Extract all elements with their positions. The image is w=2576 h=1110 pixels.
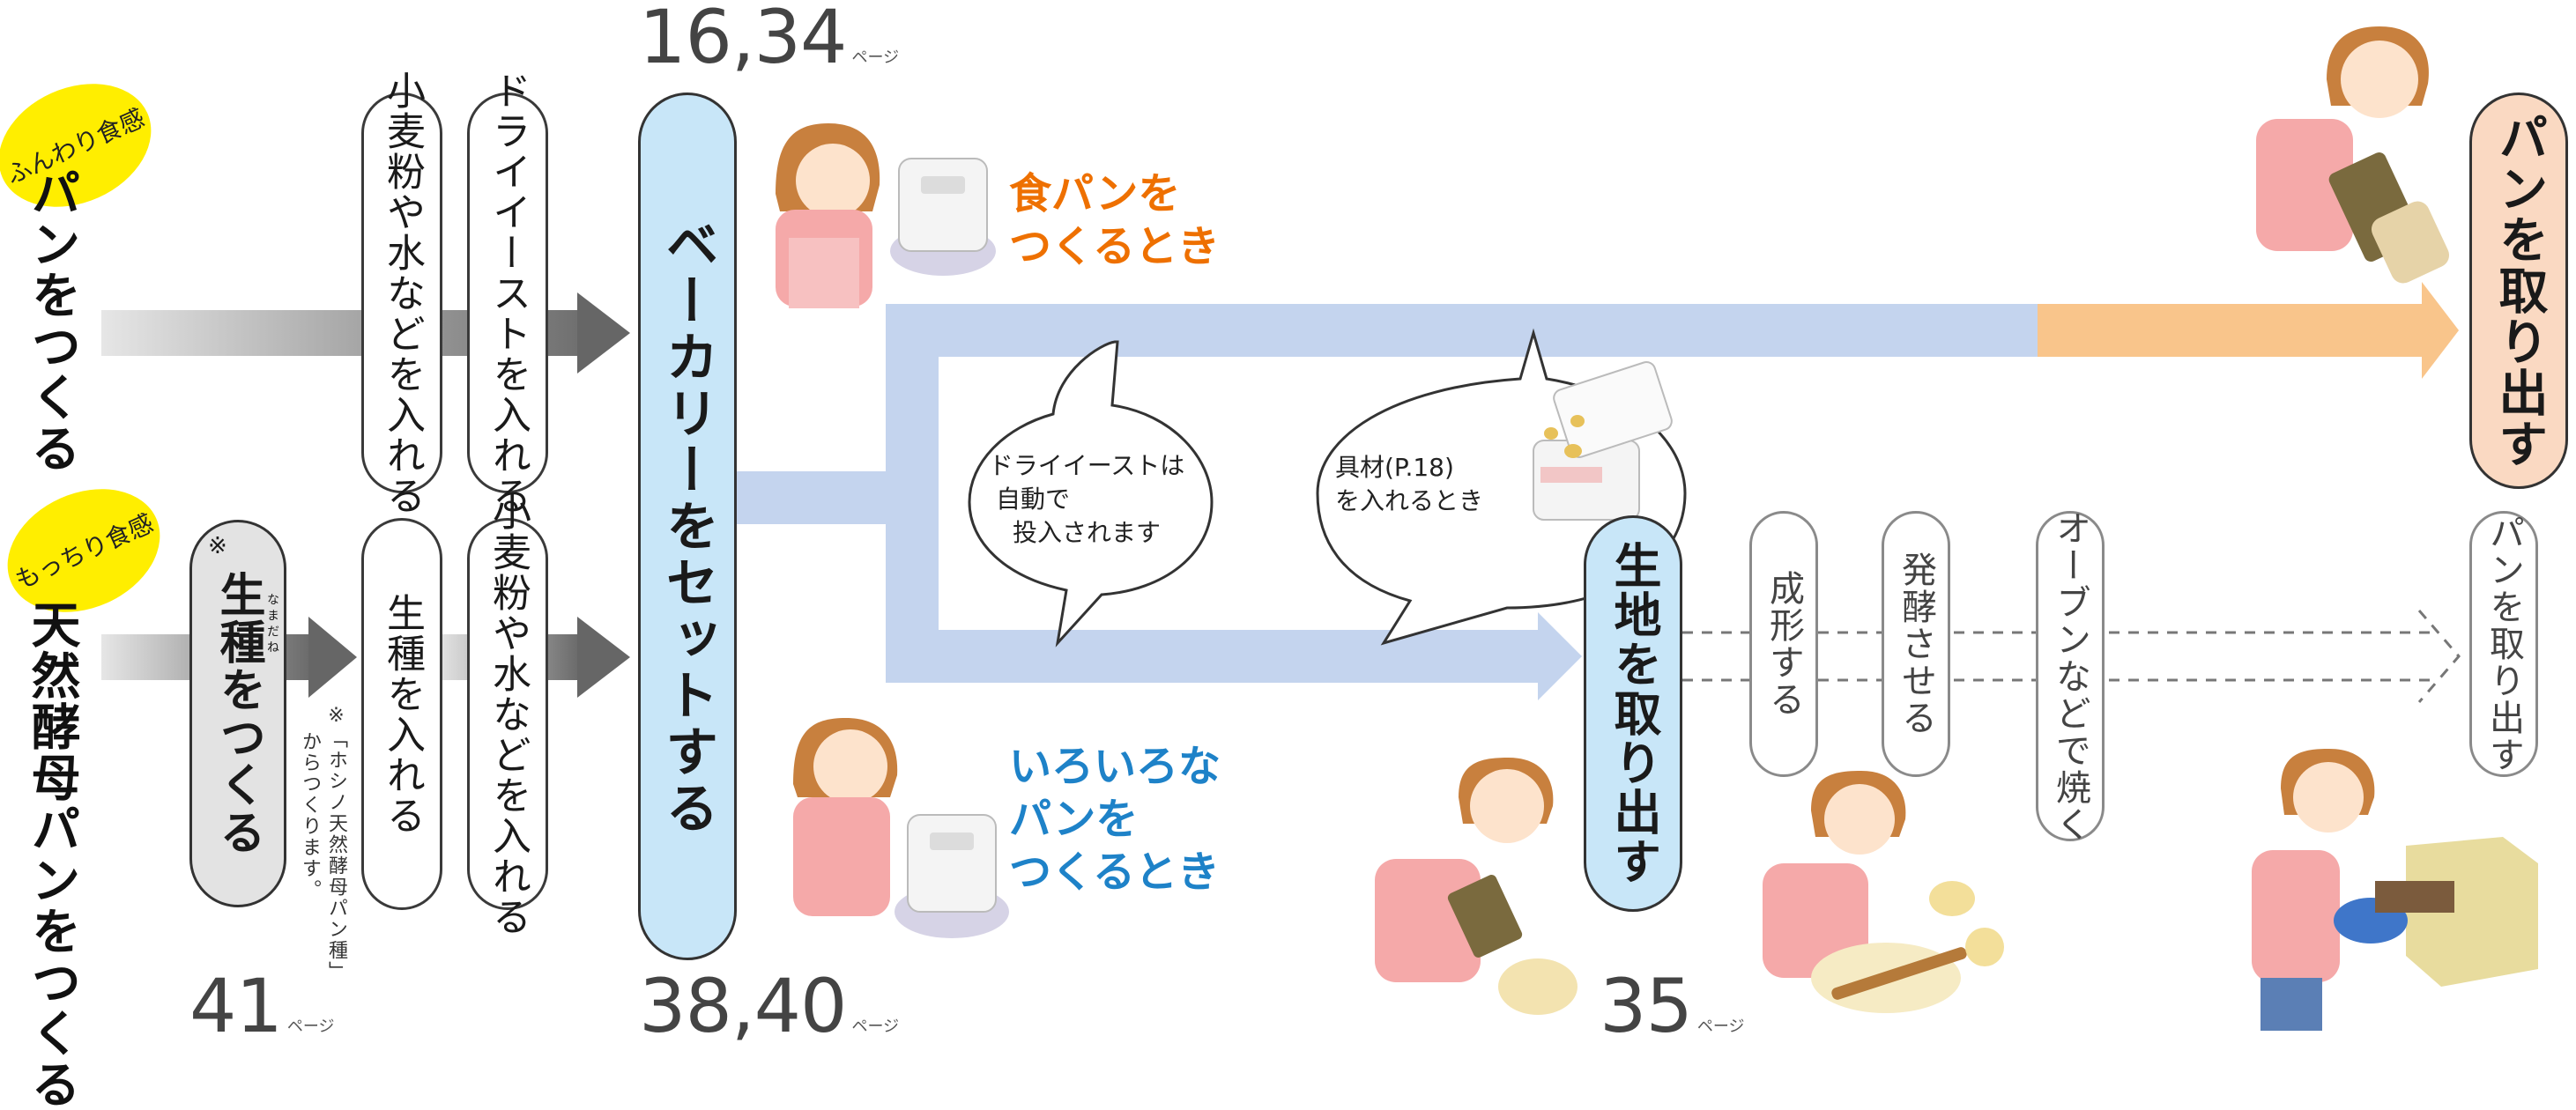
page-ref-41-suffix: ページ xyxy=(286,1018,335,1036)
starter-mark: ※ xyxy=(208,533,227,559)
yeast-bubble-line2: 自動で xyxy=(996,485,1071,514)
ingredients-bubble-line1: 具材(P.18) xyxy=(1335,453,1454,482)
bread-machine-ingredients-illustration xyxy=(1533,361,1673,521)
shape-step: 成形する xyxy=(1749,511,1818,777)
bake-oven-step: オーブンなどで焼く xyxy=(2036,509,2105,843)
set-bakery-label: ベーカリーをセットする xyxy=(657,216,718,837)
page-ref-16-34-suffix: ページ xyxy=(851,48,900,67)
various-bread-heading: いろいろな パンを つくるとき xyxy=(1009,740,1221,899)
set-bakery-step: ベーカリーをセットする xyxy=(638,92,737,960)
woman-bread-machine-illustration-top xyxy=(776,123,996,308)
yeast-bubble-line1: ドライイーストは xyxy=(988,451,1185,480)
yeast-bubble-line3: 投入されます xyxy=(1012,518,1161,547)
bake-oven-label: オーブンなどで焼く xyxy=(2050,509,2090,843)
starter-note-line2: からつくります。 xyxy=(299,731,321,900)
page-ref-41-number: 41 xyxy=(189,963,283,1049)
add-flour-water-step-top: 小麦粉や水などを入れる xyxy=(361,70,442,516)
various-bread-heading-line1: いろいろな xyxy=(1009,742,1221,791)
page-ref-38-40-number: 38,40 xyxy=(639,963,847,1049)
ingredients-bubble-text: 具材(P.18) を入れるとき xyxy=(1335,451,1483,518)
page-ref-38-40-suffix: ページ xyxy=(851,1018,900,1036)
orange-flow-arrow xyxy=(2038,282,2459,379)
take-out-dough-label: 生地を取り出す xyxy=(1606,541,1661,886)
make-bread-title: パンをつくる xyxy=(23,167,80,474)
take-out-dough-step: 生地を取り出す xyxy=(1584,515,1682,912)
make-starter-label: 生種をつくる xyxy=(212,571,264,856)
take-out-bread-step: パンを取り出す xyxy=(2469,92,2568,489)
starter-note-mark: ※ xyxy=(325,705,347,729)
shape-label: 成形する xyxy=(1763,570,1804,718)
various-bread-heading-line3: つくるとき xyxy=(1009,847,1221,897)
page-ref-16-34-number: 16,34 xyxy=(639,0,847,80)
blue-split-flow xyxy=(733,304,2040,700)
woman-with-oven-illustration xyxy=(2252,749,2538,1031)
yeast-bubble-text: ドライイーストは 自動で 投入されます xyxy=(976,449,1197,550)
make-natural-yeast-bread-title: 天然酵母パンをつくる xyxy=(23,599,80,1110)
flow-arrows xyxy=(101,26,2538,1031)
woman-removing-bread-illustration xyxy=(2256,26,2450,284)
add-flour-water-label-top: 小麦粉や水などを入れる xyxy=(380,70,425,516)
make-starter-ruby: なまだね xyxy=(265,593,279,656)
shokupan-heading-line1: 食パンを xyxy=(1009,169,1181,218)
woman-shaping-dough-illustration xyxy=(1763,771,2004,1013)
ferment-label: 発酵させる xyxy=(1896,551,1936,736)
add-starter-step: 生種を入れる xyxy=(361,518,442,910)
page-ref-35-number: 35 xyxy=(1600,963,1693,1049)
chewy-texture-label: もっちり食感 xyxy=(11,508,159,596)
speech-bubble-yeast xyxy=(968,340,1214,648)
shokupan-heading-line2: つくるとき xyxy=(1009,222,1221,271)
add-dry-yeast-step: ドライイーストを入れる xyxy=(467,70,548,516)
starter-note: ※「ホシノ天然酵母パン種」 xyxy=(325,705,347,982)
starter-note-2: からつくります。 xyxy=(299,731,321,900)
add-flour-water-label-bottom: 小麦粉や水などを入れる xyxy=(486,491,531,937)
take-out-bread-label-2: パンを取り出す xyxy=(2483,514,2524,773)
take-out-bread-step-2: パンを取り出す xyxy=(2469,511,2538,777)
ingredients-bubble-line2: を入れるとき xyxy=(1335,486,1484,515)
make-starter-step: ※ 生種をつくる なまだね xyxy=(189,520,286,907)
woman-bread-machine-illustration-bottom xyxy=(793,718,1009,938)
starter-note-line1: 「ホシノ天然酵母パン種」 xyxy=(325,729,347,982)
add-flour-water-step-bottom: 小麦粉や水などを入れる xyxy=(467,492,548,937)
add-dry-yeast-label: ドライイーストを入れる xyxy=(486,70,531,516)
woman-with-dough-illustration xyxy=(1375,758,1578,1015)
add-starter-label: 生種を入れる xyxy=(380,592,425,836)
shokupan-heading: 食パンを つくるとき xyxy=(1009,167,1220,273)
various-bread-heading-line2: パンを xyxy=(1009,795,1139,844)
page-ref-35-suffix: ページ xyxy=(1696,1018,1745,1036)
take-out-bread-label: パンを取り出す xyxy=(2491,112,2548,470)
ferment-step: 発酵させる xyxy=(1882,511,1950,777)
